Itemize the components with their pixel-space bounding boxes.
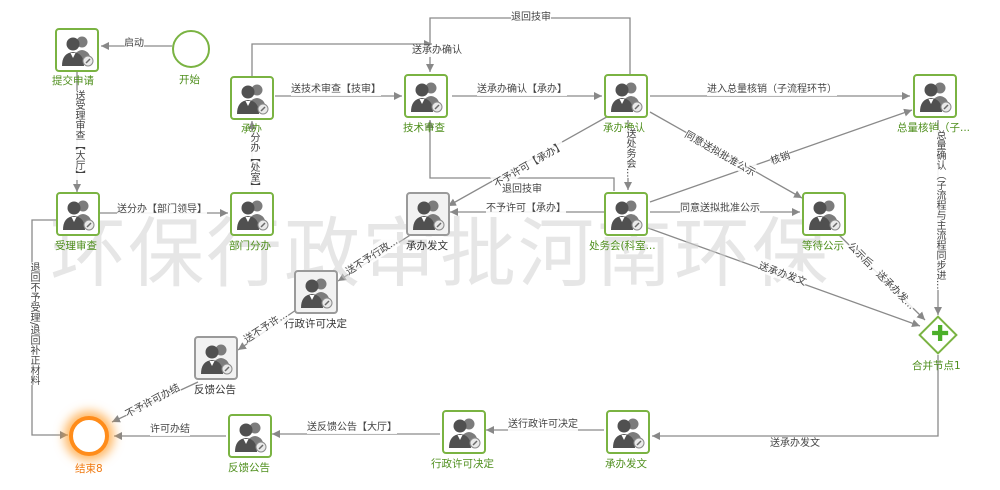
task-handler-confirm[interactable] — [604, 74, 648, 118]
merge-gateway-label: 合并节点1 — [912, 360, 961, 372]
edge-label-to-confirm-top: 送承办确认 — [412, 45, 462, 57]
task-doc-issue-inactive[interactable] — [406, 192, 450, 236]
task-submit-application[interactable] — [55, 28, 99, 72]
edge-label-doc-license: 送行政许可决定 — [508, 419, 578, 431]
person-icon — [409, 79, 443, 113]
edge-label-license-feedback: 送反馈公告【大厅】 — [307, 422, 397, 434]
end-event-label: 结束8 — [75, 463, 103, 475]
person-icon — [235, 197, 269, 231]
task-office-meeting-label: 处务会(科室... — [589, 240, 656, 252]
edge-label-confirm-meeting: 送处务会... — [622, 128, 637, 178]
start-event[interactable] — [172, 30, 210, 68]
task-feedback-label: 反馈公告 — [228, 462, 270, 474]
plus-icon: ✚ — [931, 322, 950, 347]
edge-label-confirm-total: 进入总量核销（子流程环节） — [707, 84, 837, 96]
person-icon — [611, 415, 645, 449]
task-license-decision-inactive-label: 行政许可决定 — [284, 318, 347, 330]
person-icon — [411, 197, 445, 231]
edge-label-merge-doc: 送承办发文 — [770, 438, 820, 450]
task-license-decision-label: 行政许可决定 — [431, 458, 494, 470]
edge-label-tech-confirm: 送承办确认【承办】 — [477, 84, 567, 96]
task-doc-issue-label: 承办发文 — [605, 458, 647, 470]
task-publicity-wait[interactable] — [802, 192, 846, 236]
edge-label-dept-handler: 分办【处室】 — [246, 132, 261, 192]
task-handler[interactable] — [230, 76, 274, 120]
start-label: 开始 — [179, 74, 200, 86]
edge-label-return-tech-top: 退回技审 — [511, 12, 551, 24]
task-submit-label: 提交申请 — [52, 75, 94, 87]
task-office-meeting[interactable] — [604, 192, 648, 236]
person-icon — [299, 275, 333, 309]
person-icon — [609, 197, 643, 231]
task-license-decision[interactable] — [442, 410, 486, 454]
task-publicity-wait-label: 等待公示 — [802, 240, 844, 252]
person-icon — [199, 341, 233, 375]
person-icon — [807, 197, 841, 231]
task-doc-issue-inactive-label: 承办发文 — [406, 240, 448, 252]
edge-label-meeting-publicity: 同意送拟批准公示 — [680, 203, 760, 215]
edge-label-submit-accept: 送受理审查【大厅】 — [71, 90, 86, 180]
edge-to-confirm-top — [251, 40, 432, 76]
task-total-check[interactable] — [913, 74, 957, 118]
task-accept-review-label: 受理审查 — [55, 240, 97, 252]
person-icon — [61, 197, 95, 231]
edge-label-handler-tech: 送技术审查【技审】 — [291, 84, 381, 96]
edge-label-start: 启动 — [124, 38, 144, 50]
edge-label-accept-end: 退回不予受理/退回补正材料 — [26, 262, 41, 386]
person-icon — [60, 33, 94, 67]
task-dept-assign[interactable] — [230, 192, 274, 236]
edge-return-tech-mid — [426, 120, 615, 191]
person-icon — [609, 79, 643, 113]
edge-label-feedback-end: 许可办结 — [150, 424, 190, 436]
task-feedback-inactive-label: 反馈公告 — [194, 384, 236, 396]
task-dept-assign-label: 部门分办 — [229, 240, 271, 252]
task-total-check-label: 总量核销（子... — [897, 122, 971, 134]
end-event[interactable] — [69, 416, 109, 456]
task-feedback-inactive[interactable] — [194, 336, 238, 380]
person-icon — [447, 415, 481, 449]
person-icon — [918, 79, 952, 113]
task-license-decision-inactive[interactable] — [294, 270, 338, 314]
edge-label-meeting-doc-gray: 不予许可【承办】 — [486, 203, 566, 215]
task-doc-issue[interactable] — [606, 410, 650, 454]
edge-label-accept-dept: 送分办【部门领导】 — [117, 204, 207, 216]
person-icon — [235, 81, 269, 115]
task-tech-review[interactable] — [404, 74, 448, 118]
edge-merge-doc — [652, 355, 939, 440]
edge-label-return-tech-mid: 退回技审 — [502, 184, 542, 196]
task-feedback[interactable] — [228, 414, 272, 458]
task-accept-review[interactable] — [56, 192, 100, 236]
edge-label-total-merge: 总量确认（子流程与主流程同步进... — [932, 130, 947, 290]
task-tech-review-label: 技术审查 — [403, 122, 445, 134]
person-icon — [233, 419, 267, 453]
